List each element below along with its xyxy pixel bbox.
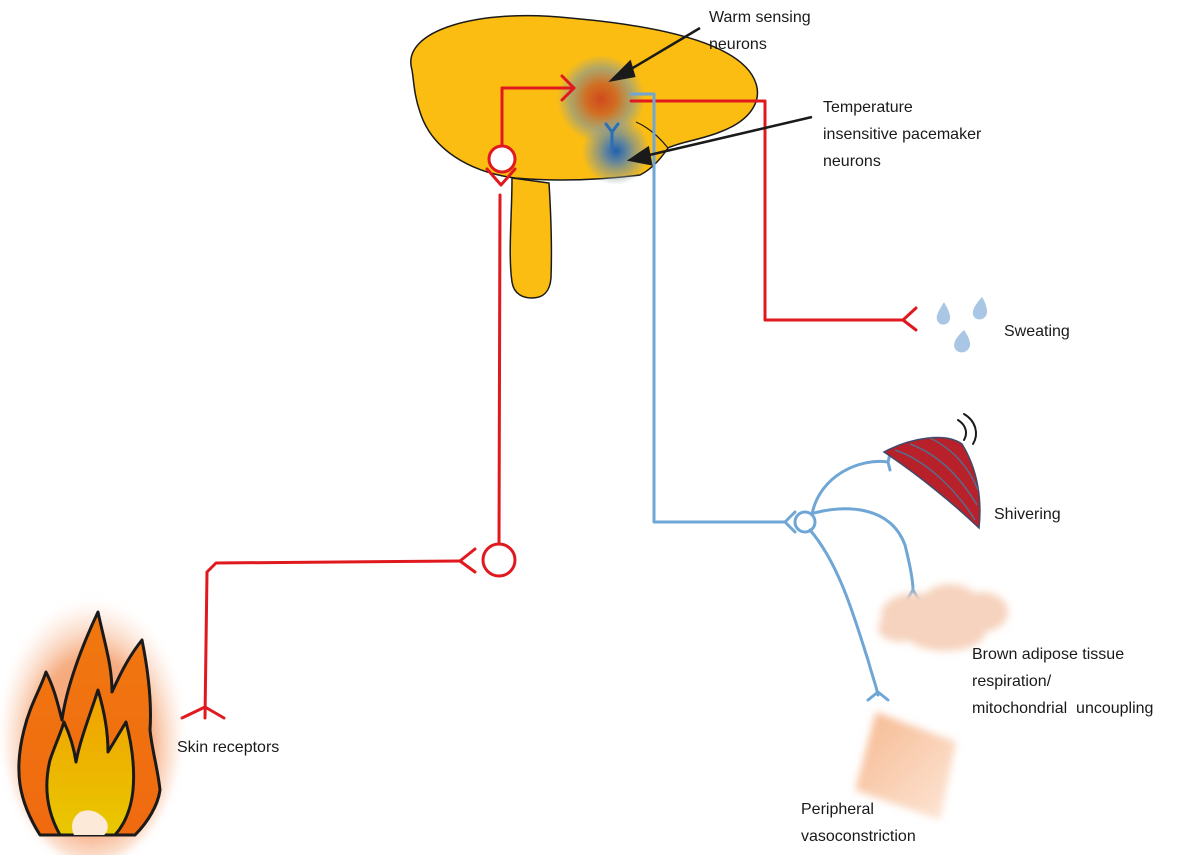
skin-receptors-label: Skin receptors	[177, 734, 279, 761]
brown-adipose-label-line2: respiration/	[972, 668, 1153, 695]
flame-icon	[4, 598, 180, 855]
brown-adipose-label-line3: mitochondrial uncoupling	[972, 695, 1153, 722]
vasoconstriction-label-line2: vasoconstriction	[801, 823, 916, 850]
brown-adipose-label: Brown adipose tissue respiration/ mitoch…	[972, 641, 1153, 722]
muscle-icon	[884, 414, 980, 528]
pacemaker-neurons-label: Temperature insensitive pacemaker neuron…	[823, 94, 981, 175]
shivering-label: Shivering	[994, 501, 1061, 528]
pacemaker-label-line1: Temperature	[823, 94, 981, 121]
warm-sensing-label-line2: neurons	[709, 31, 811, 58]
warm-sensing-neurons-label: Warm sensing neurons	[709, 4, 811, 58]
pacemaker-label-line3: neurons	[823, 148, 981, 175]
cold-pathway	[631, 94, 919, 700]
sweating-label: Sweating	[1004, 318, 1070, 345]
vasoconstriction-label-line1: Peripheral	[801, 796, 916, 823]
warm-sensing-label-line1: Warm sensing	[709, 4, 811, 31]
vasoconstriction-label: Peripheral vasoconstriction	[801, 796, 916, 850]
brown-adipose-label-line1: Brown adipose tissue	[972, 641, 1153, 668]
sweat-drops-icon	[937, 297, 987, 352]
pacemaker-label-line2: insensitive pacemaker	[823, 121, 981, 148]
